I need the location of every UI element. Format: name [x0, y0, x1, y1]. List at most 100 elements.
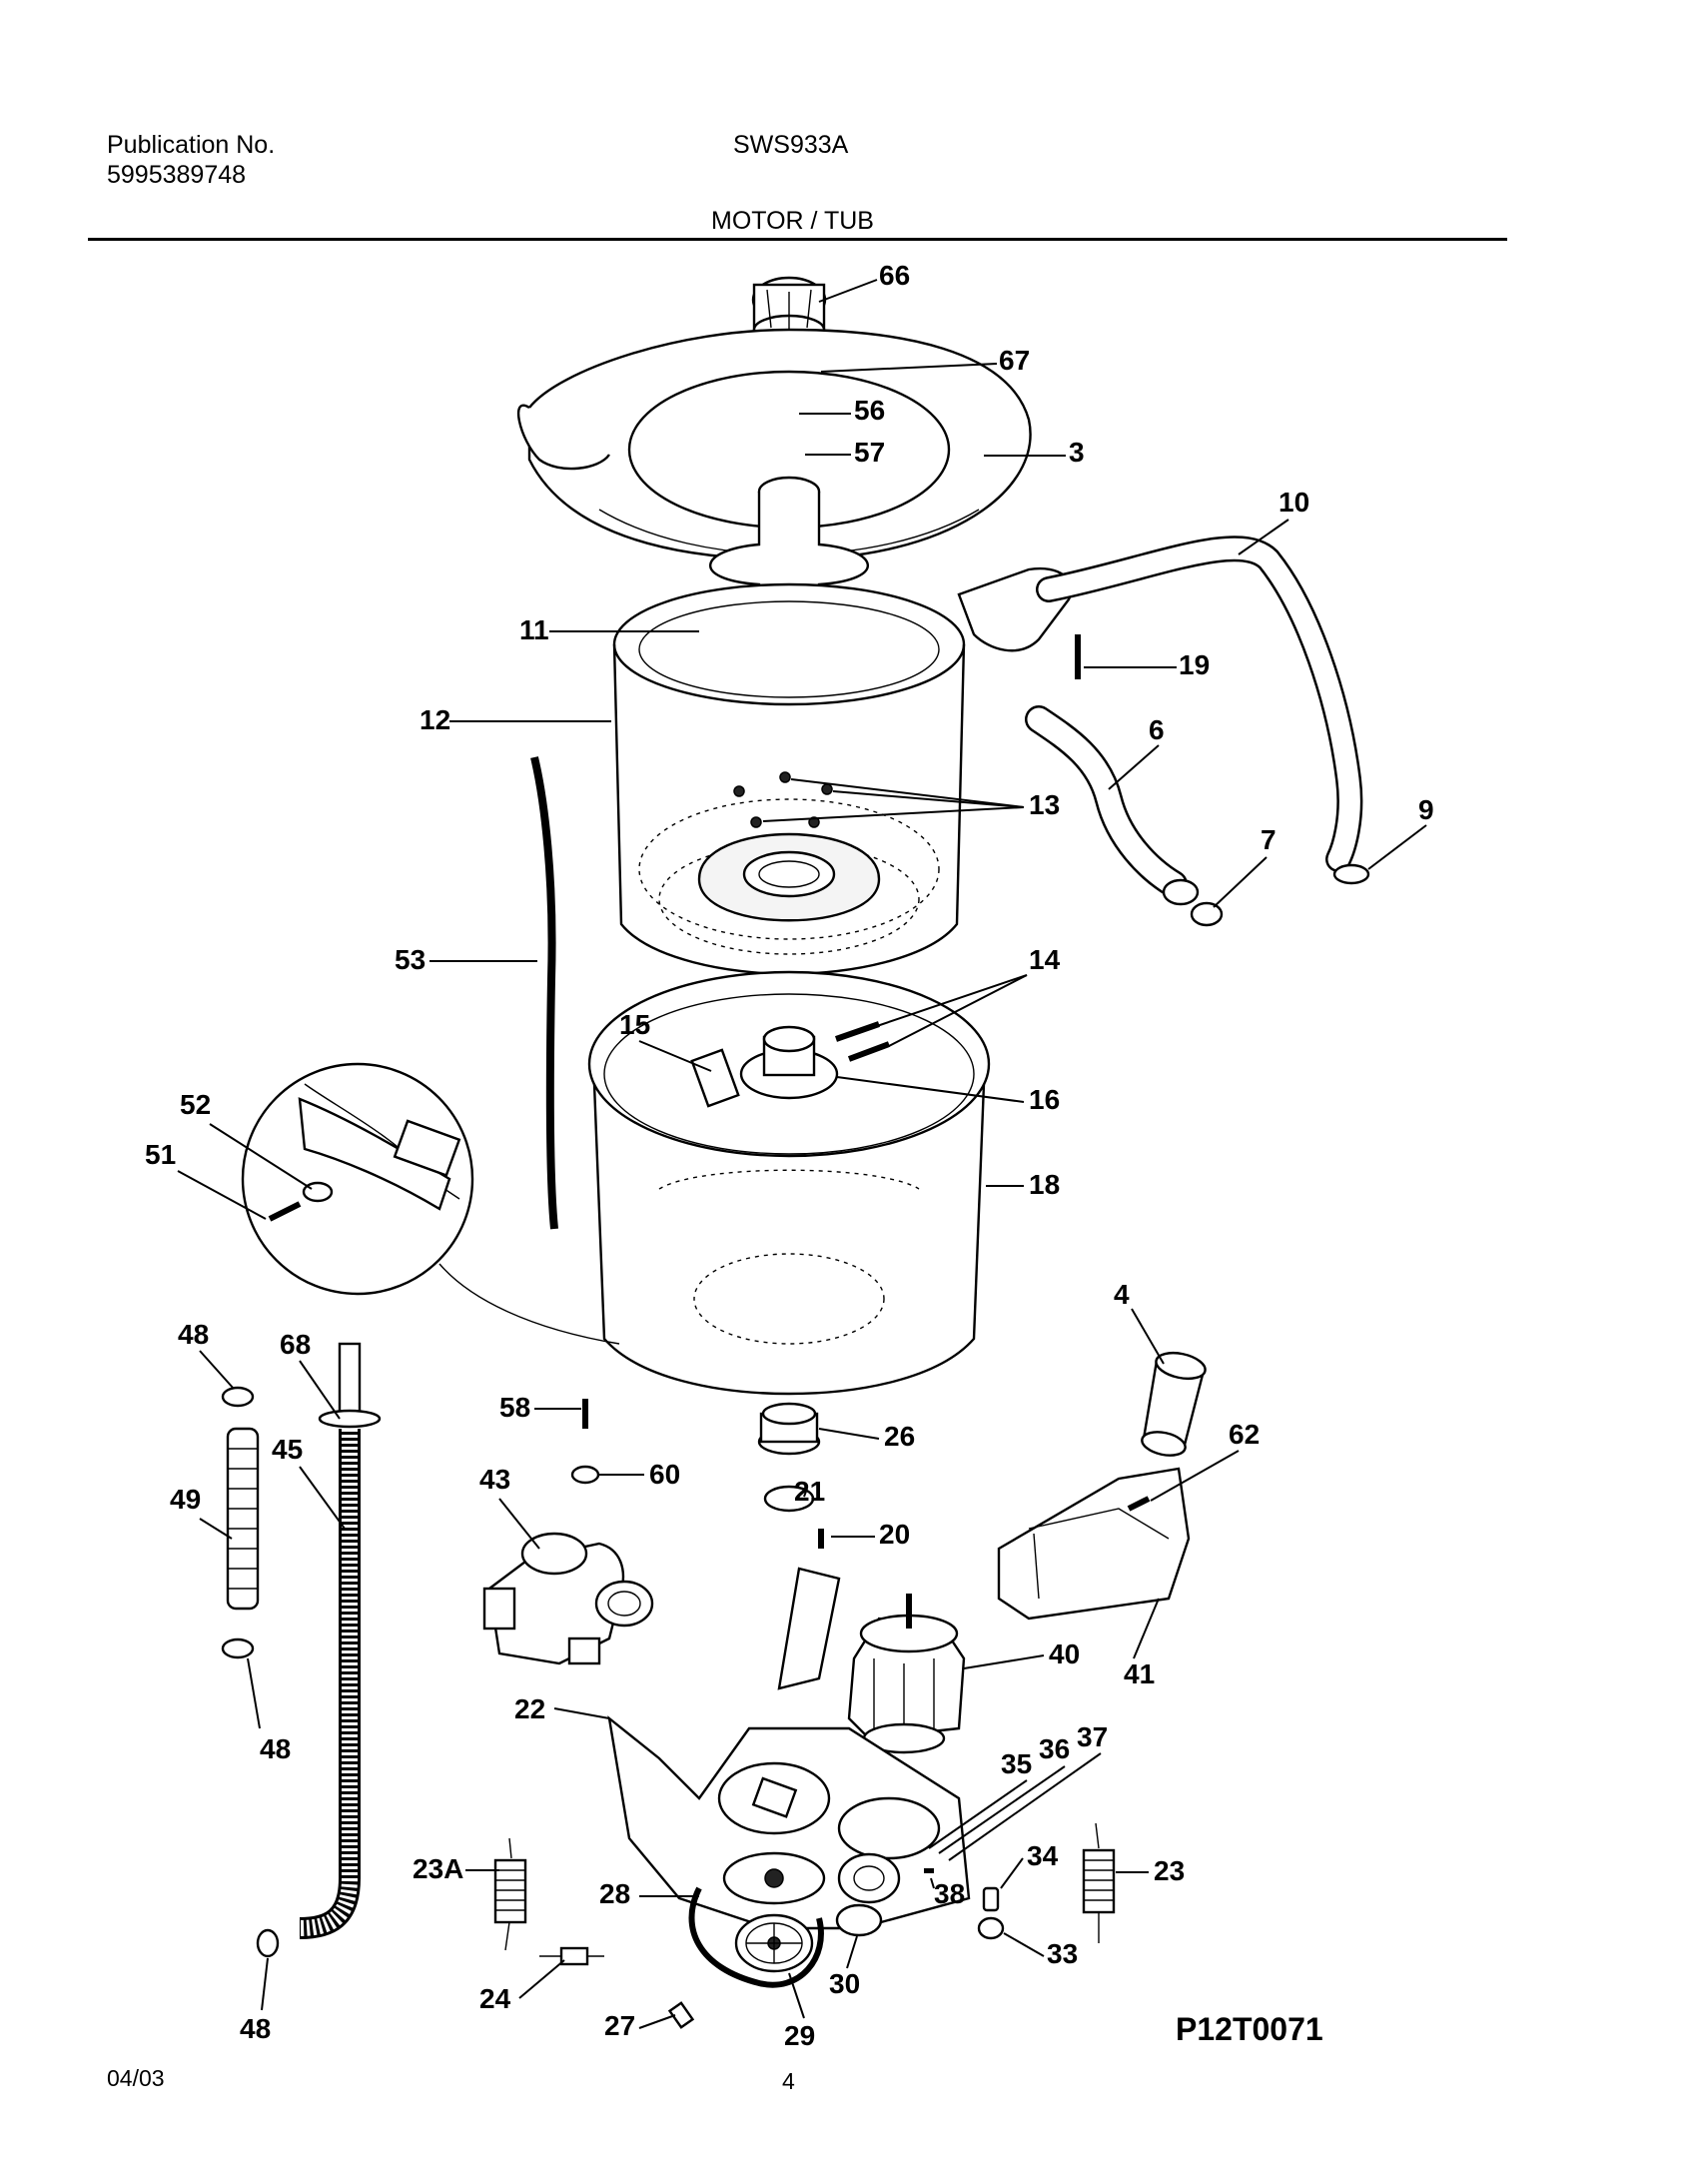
- callout-3: 3: [1069, 437, 1085, 468]
- callout-22: 22: [514, 1693, 545, 1724]
- footer-page-number: 4: [782, 2068, 795, 2094]
- callout-6: 6: [1149, 714, 1165, 745]
- callout-leader-38: [930, 1877, 935, 1889]
- callout-leader-68: [299, 1360, 341, 1420]
- callout-leader-14: [873, 974, 1028, 1028]
- part-corrugated-hose: [226, 1427, 260, 1611]
- callout-leader-40: [963, 1654, 1045, 1669]
- part-drive-motor: [847, 1594, 966, 1754]
- callout-10: 10: [1279, 487, 1309, 518]
- callout-leader-13: [790, 778, 1025, 808]
- callout-leader-67: [820, 363, 998, 373]
- callout-58: 58: [499, 1392, 530, 1423]
- callout-leader-37: [948, 1752, 1102, 1861]
- callout-49: 49: [170, 1484, 201, 1515]
- callout-7: 7: [1261, 824, 1277, 855]
- callout-leader-9: [1367, 824, 1427, 870]
- callout-20: 20: [879, 1519, 910, 1550]
- publication-label: Publication No.: [107, 131, 276, 159]
- part-spring-23a: [493, 1837, 527, 1951]
- callout-leader-41: [1133, 1598, 1160, 1659]
- callout-leader-66: [818, 279, 878, 303]
- part-tub-bearing: [739, 1025, 839, 1100]
- callout-leader-16: [836, 1076, 1025, 1103]
- callout-28: 28: [599, 1878, 630, 1909]
- callout-56: 56: [854, 395, 885, 426]
- footer-date: 04/03: [107, 2065, 165, 2091]
- callout-27: 27: [604, 2010, 635, 2041]
- callout-leader-14: [888, 974, 1028, 1047]
- callout-19: 19: [1179, 649, 1210, 680]
- part-capacitor: [1141, 1351, 1207, 1457]
- callout-leader-30: [846, 1935, 858, 1969]
- part-drive-belt: [688, 1886, 824, 1988]
- callout-12: 12: [420, 704, 450, 735]
- callout-leader-48: [247, 1657, 261, 1729]
- callout-53: 53: [395, 944, 426, 975]
- part-pulley: [734, 1913, 814, 1973]
- figure-code: P12T0071: [1176, 2011, 1323, 2047]
- callout-35: 35: [1001, 1748, 1032, 1779]
- callout-16: 16: [1029, 1084, 1060, 1115]
- part-standpipe-hose: [299, 1342, 382, 1939]
- callout-40: 40: [1049, 1638, 1080, 1669]
- callout-43: 43: [479, 1464, 510, 1495]
- callout-68: 68: [280, 1329, 311, 1360]
- callout-67: 67: [999, 345, 1030, 376]
- part-water-valve: [482, 1532, 654, 1665]
- callout-23: 23: [1154, 1855, 1185, 1886]
- part-spring-23: [1082, 1822, 1116, 1943]
- callout-leader-10: [1238, 519, 1289, 555]
- part-clip-34: [982, 1886, 1000, 1912]
- callout-18: 18: [1029, 1169, 1060, 1200]
- callout-23A: 23A: [413, 1853, 463, 1884]
- callout-52: 52: [180, 1089, 211, 1120]
- part-capacitor-cover: [997, 1467, 1191, 1621]
- callout-leader-36: [938, 1765, 1066, 1854]
- part-screw-14b: [847, 1041, 891, 1062]
- callout-45: 45: [272, 1434, 303, 1465]
- callout-38: 38: [934, 1878, 965, 1909]
- section-title: MOTOR / TUB: [711, 207, 874, 235]
- part-washer-60: [570, 1465, 600, 1485]
- model-number: SWS933A: [733, 131, 849, 159]
- callout-leader-27: [638, 2014, 676, 2029]
- callout-26: 26: [884, 1421, 915, 1452]
- callout-leader-52: [209, 1123, 313, 1190]
- callout-leader-29: [788, 1972, 805, 2019]
- callout-48: 48: [178, 1319, 209, 1350]
- part-agitator-cap: [751, 276, 827, 346]
- callout-leader-24: [518, 1959, 565, 1999]
- callout-48: 48: [240, 2013, 271, 2044]
- part-drain-hose: [1025, 705, 1224, 927]
- callout-34: 34: [1027, 1840, 1059, 1871]
- callout-9: 9: [1418, 794, 1434, 825]
- callout-leader-43: [498, 1498, 540, 1550]
- part-basket-hub: [697, 832, 881, 922]
- part-spring-24: [539, 1946, 604, 1966]
- part-hose-clamp-top: [221, 1386, 255, 1408]
- part-pressure-hose: [530, 756, 558, 1230]
- part-pump: [835, 1852, 901, 1937]
- part-bracket: [690, 1048, 740, 1108]
- callout-41: 41: [1124, 1658, 1155, 1689]
- part-hose-clamp-bottom: [256, 1928, 280, 1958]
- callout-leader-35: [928, 1779, 1028, 1849]
- callout-11: 11: [519, 614, 549, 645]
- callout-leader-22: [553, 1707, 610, 1719]
- callout-62: 62: [1229, 1419, 1260, 1450]
- callout-30: 30: [829, 1968, 860, 1999]
- callout-24: 24: [479, 1983, 511, 2014]
- part-screw-14a: [835, 1021, 880, 1042]
- part-plug-27: [667, 2001, 695, 2029]
- callout-leader-51: [177, 1170, 267, 1220]
- callout-leader-33: [1003, 1932, 1045, 1957]
- callout-60: 60: [649, 1459, 680, 1490]
- part-washer-21: [763, 1485, 815, 1513]
- callout-leader-7: [1213, 856, 1268, 908]
- callout-51: 51: [145, 1139, 176, 1170]
- callout-leader-21: [803, 1488, 808, 1498]
- callout-leader-34: [1000, 1857, 1024, 1889]
- callout-leader-13: [832, 790, 1025, 808]
- callout-15: 15: [619, 1009, 650, 1040]
